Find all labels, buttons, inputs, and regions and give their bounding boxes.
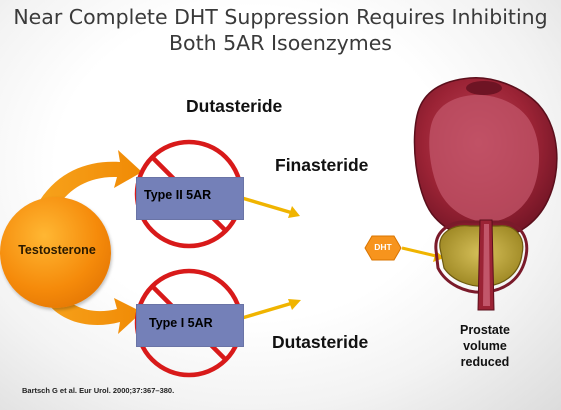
page-title: Near Complete DHT Suppression Requires I… bbox=[0, 4, 561, 56]
title-line-1: Near Complete DHT Suppression Requires I… bbox=[13, 5, 548, 29]
dht-label: DHT bbox=[374, 242, 392, 252]
enzyme-box-type-i bbox=[136, 304, 244, 347]
drug-label-finasteride: Finasteride bbox=[275, 155, 369, 175]
enzyme-label-type-i: Type I 5AR bbox=[149, 316, 213, 330]
prostate-caption-line-3: reduced bbox=[460, 355, 510, 369]
title-line-2: Both 5AR Isoenzymes bbox=[168, 31, 392, 55]
enzyme-label-type-ii: Type II 5AR bbox=[144, 188, 212, 202]
yellow-arrow-upper bbox=[241, 196, 300, 218]
prostate-caption: Prostate volume reduced bbox=[440, 322, 530, 370]
drug-label-dutasteride-bottom: Dutasteride bbox=[272, 332, 369, 352]
drug-label-dutasteride-top: Dutasteride bbox=[186, 96, 283, 116]
testosterone-label: Testosterone bbox=[18, 243, 96, 257]
prostate-caption-line-1: Prostate bbox=[459, 323, 511, 337]
prostate-illustration bbox=[413, 77, 558, 311]
yellow-arrow-lower bbox=[241, 299, 301, 320]
dht-hexagon bbox=[364, 235, 402, 261]
prostate-caption-line-2: volume bbox=[463, 339, 507, 353]
orange-arrow-upper bbox=[40, 150, 142, 206]
testosterone-circle bbox=[0, 197, 111, 308]
citation: Bartsch G et al. Eur Urol. 2000;37:367–3… bbox=[22, 386, 175, 395]
enzyme-box-type-ii bbox=[136, 177, 244, 220]
